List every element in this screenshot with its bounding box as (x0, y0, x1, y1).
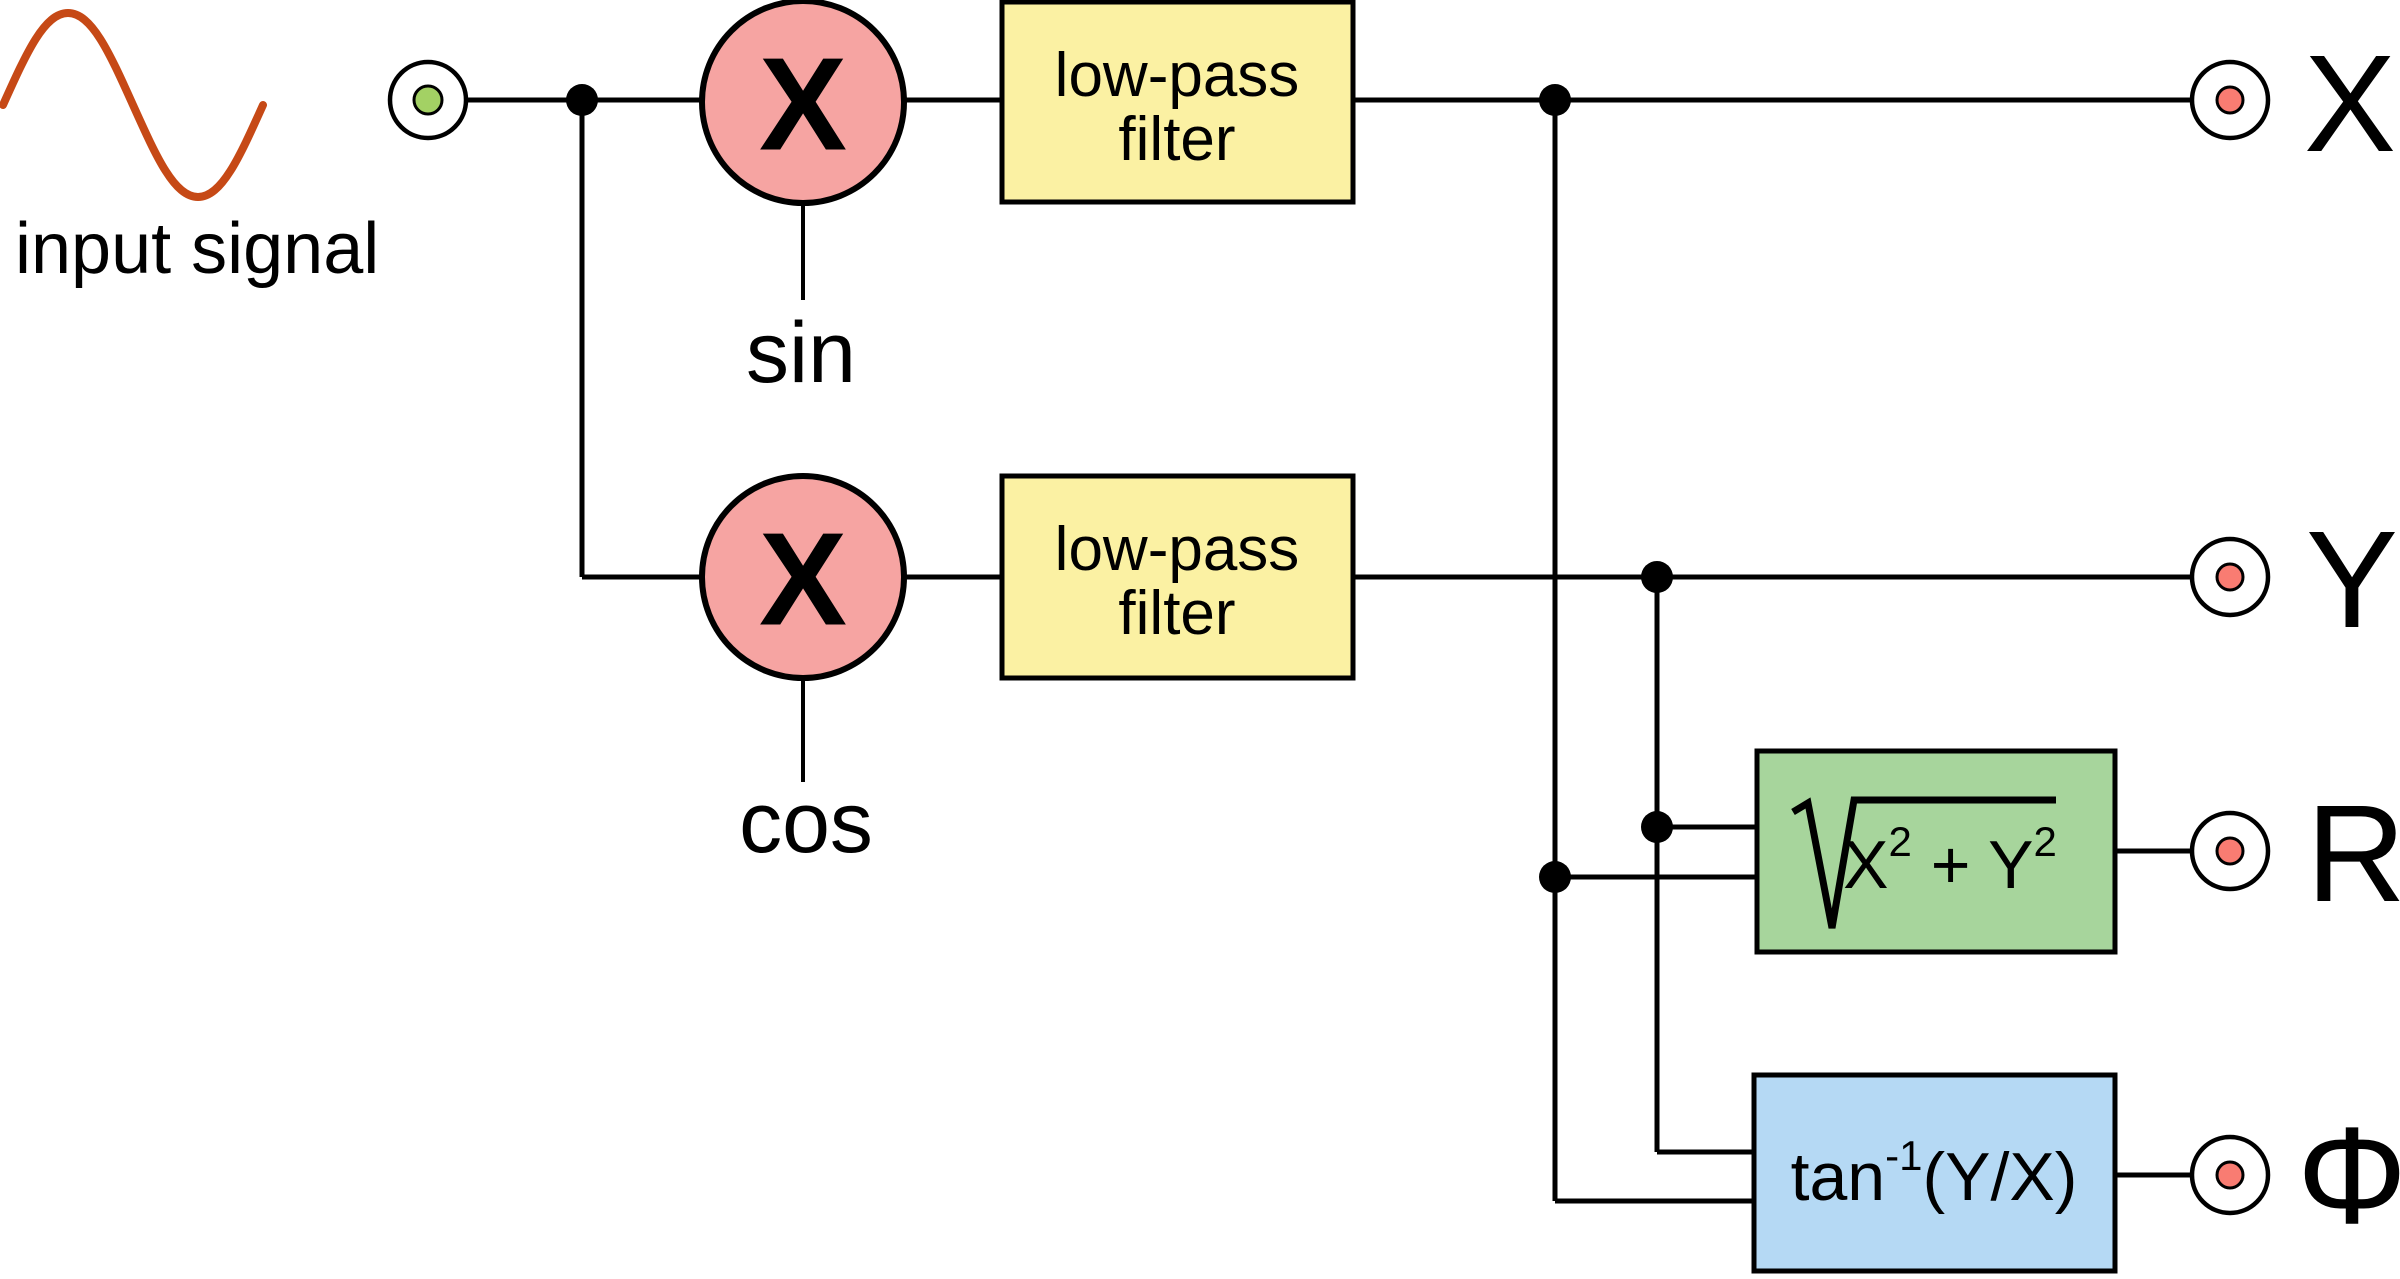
junction-dot-input-branch (566, 84, 598, 116)
multiplier-sin-symbol: X (759, 31, 847, 178)
lpf-cos-line1: low-pass (1055, 515, 1300, 584)
lpf-cos-rect (999, 473, 1356, 681)
magnitude-formula: X2 + Y2 (1843, 818, 2057, 903)
junction-dot-x-branch (1539, 84, 1571, 116)
lpf-cos-box: low-pass filter (999, 473, 1356, 681)
magnitude-box: X2 + Y2 (1754, 748, 2118, 955)
multiplier-cos-symbol: X (759, 506, 847, 653)
input-signal-wave-icon (0, 8, 267, 202)
input-terminal (387, 59, 469, 141)
magnitude-sup-x: 2 (1889, 818, 1912, 865)
junction-dot-x-magnitude (1539, 861, 1571, 893)
output-terminal-r-dot (2215, 836, 2245, 866)
output-terminal-y (2189, 536, 2271, 618)
junction-dot-y-branch (1641, 561, 1673, 593)
output-terminal-y-dot (2215, 562, 2245, 592)
lpf-sin-line1: low-pass (1055, 41, 1300, 110)
phase-formula: tan-1(Y/X) (1791, 1132, 2078, 1215)
input-terminal-dot (412, 84, 444, 116)
lpf-sin-line2: filter (1118, 105, 1235, 174)
lpf-sin-rect (999, 0, 1356, 205)
cos-label: cos (739, 775, 873, 871)
phase-rect (1751, 1072, 2118, 1274)
output-label-x: X (2304, 27, 2396, 181)
phase-base: tan (1791, 1139, 1886, 1215)
junction-dots (566, 84, 1673, 893)
output-terminal-x-dot (2215, 85, 2245, 115)
phase-arg: (Y/X) (1922, 1139, 2077, 1215)
junction-dot-y-magnitude (1641, 811, 1673, 843)
output-terminal-phi-dot (2215, 1160, 2245, 1190)
radical-sign-icon (1791, 796, 2056, 929)
magnitude-plus-y: + Y (1912, 827, 2034, 903)
output-label-phi: Φ (2297, 1099, 2400, 1253)
phase-sup: -1 (1885, 1132, 1922, 1179)
output-terminal-r (2189, 810, 2271, 892)
wires (428, 97, 2230, 1204)
output-label-y: Y (2306, 503, 2398, 657)
magnitude-sup-y: 2 (2033, 818, 2056, 865)
input-signal-label: input signal (15, 209, 379, 289)
magnitude-base-x: X (1843, 827, 1888, 903)
multiplier-sin: X sin (699, 0, 907, 401)
output-terminal-phi (2189, 1134, 2271, 1216)
output-terminal-x (2189, 59, 2271, 141)
lpf-cos-line2: filter (1118, 579, 1235, 648)
output-label-r: R (2306, 777, 2400, 931)
sin-label: sin (746, 305, 856, 401)
lpf-sin-box: low-pass filter (999, 0, 1356, 205)
multiplier-cos: X cos (699, 473, 907, 871)
phase-box: tan-1(Y/X) (1751, 1072, 2118, 1274)
